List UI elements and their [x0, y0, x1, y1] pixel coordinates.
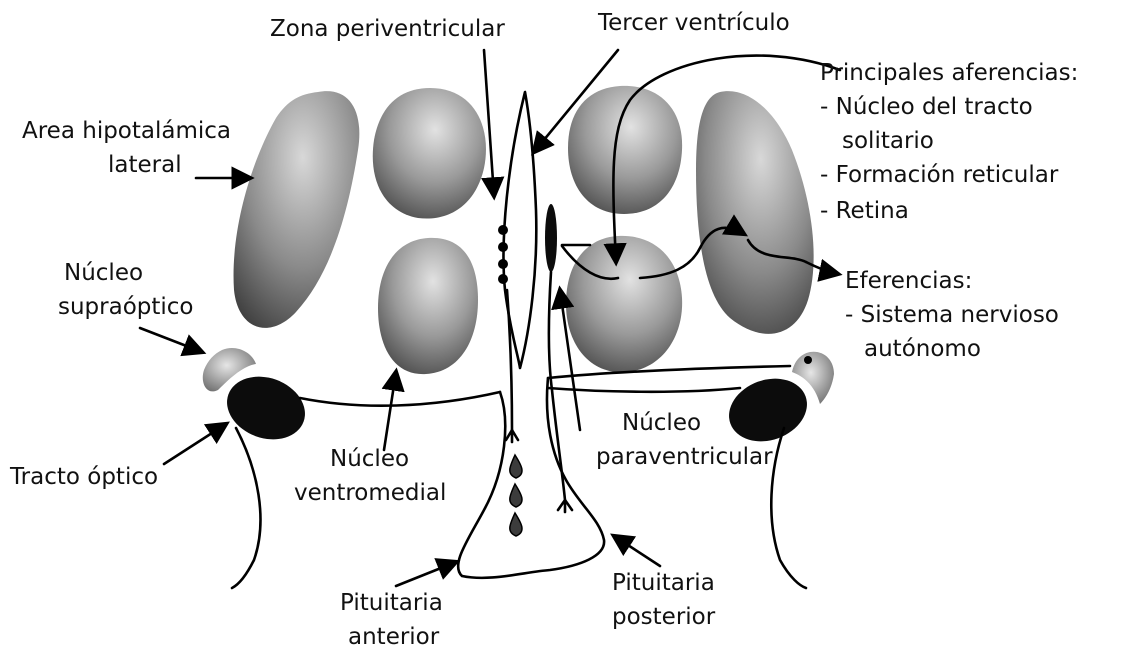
label-zona-periventricular: Zona periventricular [270, 16, 505, 42]
label-pituitaria-anterior-b: anterior [348, 624, 440, 650]
label-nucleo-ventromedial-a: Núcleo [330, 446, 409, 472]
optic-tract-left [218, 366, 314, 450]
axon-terminal [506, 430, 518, 442]
pituitary-secretion [510, 513, 522, 536]
label-nucleo-ventromedial-b: ventromedial [294, 480, 446, 506]
arrow-tracto-optico [164, 424, 226, 464]
label-aferencia-2: - Formación reticular [820, 162, 1059, 188]
nucleus-lower-right [566, 236, 682, 372]
lateral-hypothalamic-area-left [234, 91, 360, 328]
right-wall [771, 428, 806, 588]
hypothalamic-floor-right-2 [548, 388, 740, 392]
optic-tract-right [720, 368, 816, 452]
label-aferencia-1b: solitario [842, 128, 934, 154]
paraventricular-nucleus [545, 204, 557, 272]
nucleus-upper-left [373, 88, 486, 219]
periventricular-axon [507, 290, 512, 430]
label-nucleo-paraventricular-a: Núcleo [622, 410, 701, 436]
axon-terminal [558, 500, 572, 512]
label-pituitaria-posterior-a: Pituitaria [612, 570, 715, 596]
label-nucleo-supraoptico-b: supraóptico [58, 294, 194, 320]
ventromedial-nucleus-left [378, 238, 478, 374]
label-tercer-ventriculo: Tercer ventrículo [597, 10, 790, 36]
nucleus-upper-right [568, 86, 682, 214]
pituitary-secretion [510, 455, 522, 478]
label-pituitaria-anterior-a: Pituitaria [340, 590, 443, 616]
label-area-hipotalamica-b: lateral [108, 152, 182, 178]
label-aferencia-3: - Retina [820, 198, 909, 224]
label-nucleo-paraventricular-b: paraventricular [596, 444, 773, 470]
pituitary-secretion [510, 484, 522, 507]
label-nucleo-supraoptico-a: Núcleo [64, 260, 143, 286]
hypothalamic-floor-left [300, 392, 500, 406]
label-area-hipotalamica-a: Area hipotalámica [22, 118, 231, 144]
arrow-zona-periventricular [484, 50, 494, 196]
label-eferencias: Eferencias: [845, 268, 972, 294]
pituitary-outline [458, 378, 604, 578]
label-pituitaria-posterior-b: posterior [612, 604, 716, 630]
left-wall [232, 428, 260, 588]
arrow-ventromedial [384, 372, 396, 450]
hypothalamic-floor-right [548, 366, 790, 378]
right-dot [804, 356, 812, 364]
label-eferencia-1b: autónomo [864, 336, 981, 362]
arrow-pituitaria-anterior [396, 562, 456, 586]
label-aferencia-1a: - Núcleo del tracto [820, 94, 1033, 120]
label-principales-aferencias: Principales aferencias: [820, 60, 1078, 86]
lateral-hypothalamic-area-right [696, 91, 814, 334]
arrow-supraoptico [140, 328, 202, 352]
label-tracto-optico: Tracto óptico [9, 464, 158, 490]
label-eferencia-1a: - Sistema nervioso [845, 302, 1059, 328]
arrow-pituitaria-posterior [614, 536, 660, 566]
